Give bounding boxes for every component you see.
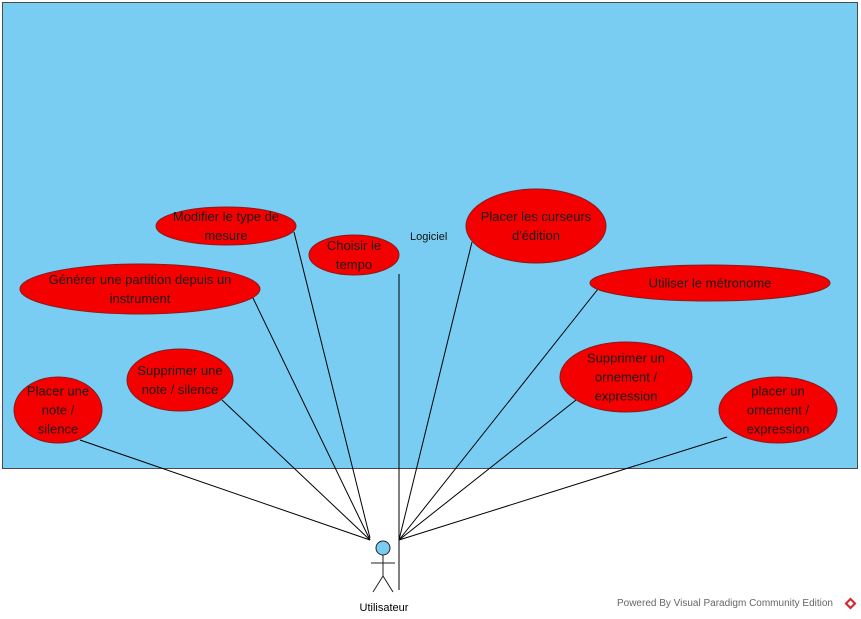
use-case-choisir-tempo[interactable]: Choisir le tempo (308, 234, 400, 276)
use-case-generer-partition[interactable]: Générer une partition depuis un instrumen… (19, 263, 261, 315)
association-line-modifier-type-mesure[interactable] (293, 231, 371, 539)
use-case-label: Choisir le (327, 238, 381, 253)
actor-name: Utilisateur (360, 602, 409, 614)
actor-left-leg (372, 575, 384, 593)
use-case-label: Placer les curseurs (481, 209, 592, 224)
use-case-ellipse (126, 348, 234, 412)
use-case-supprimer-ornement[interactable]: Supprimer un ornement / expression (559, 341, 693, 413)
use-case-label: Modifier le type de (173, 209, 279, 224)
actor-utilisateur[interactable]: Utilisateur (360, 540, 409, 614)
use-case-ellipse (559, 341, 693, 413)
use-case-label: silence (38, 422, 78, 437)
association-line-supprimer-ornement[interactable] (398, 399, 577, 541)
use-case-modifier-type-mesure[interactable]: Modifier le type de mesure (155, 206, 297, 246)
use-case-label: Générer une partition depuis un (49, 272, 232, 287)
use-case-placer-note[interactable]: Placer une note / silence (13, 376, 103, 444)
use-case-label: d'édition (512, 228, 560, 243)
use-case-label: Supprimer un (587, 351, 665, 366)
footer-credit: Powered By Visual Paradigm Community Edi… (616, 598, 833, 609)
use-case-supprimer-note[interactable]: Supprimer une note / silence (126, 348, 234, 412)
association-line-placer-curseurs[interactable] (398, 241, 473, 541)
use-case-label: Utiliser le métronome (649, 276, 772, 291)
use-case-label: ornement / (595, 370, 658, 385)
actor-right-leg (382, 575, 394, 593)
use-case-label: instrument (110, 291, 171, 306)
use-case-ellipse (589, 264, 831, 302)
use-case-label: mesure (204, 228, 247, 243)
actor-head-icon (375, 540, 391, 556)
use-case-placer-ornement[interactable]: placer un ornement / expression (718, 376, 838, 444)
use-case-utiliser-metronome[interactable]: Utiliser le métronome (589, 264, 831, 302)
use-case-label: expression (747, 422, 810, 437)
use-case-label: Supprimer une (137, 363, 222, 378)
association-line-placer-ornement[interactable] (398, 436, 728, 541)
use-case-ellipse (465, 188, 607, 264)
use-case-label: tempo (336, 257, 372, 272)
association-line-placer-note[interactable] (79, 439, 371, 541)
visual-paradigm-logo-icon (844, 597, 857, 610)
association-line-supprimer-note[interactable] (221, 399, 371, 541)
system-name: Logiciel (410, 231, 447, 243)
use-case-label: Placer une (27, 384, 89, 399)
use-case-label: note / (42, 403, 75, 418)
use-case-ellipse (308, 234, 400, 276)
use-case-label: ornement / (747, 403, 810, 418)
use-case-ellipse (13, 376, 103, 444)
use-case-placer-curseurs[interactable]: Placer les curseurs d'édition (465, 188, 607, 264)
association-lines (79, 231, 728, 590)
use-case-ellipse (718, 376, 838, 444)
use-case-label: placer un (751, 384, 804, 399)
use-case-ellipse (155, 206, 297, 246)
use-case-label: expression (595, 389, 658, 404)
association-line-utiliser-metronome[interactable] (398, 288, 599, 541)
use-case-ellipse (19, 263, 261, 315)
use-case-label: note / silence (142, 382, 219, 397)
association-line-generer-partition[interactable] (251, 295, 371, 541)
